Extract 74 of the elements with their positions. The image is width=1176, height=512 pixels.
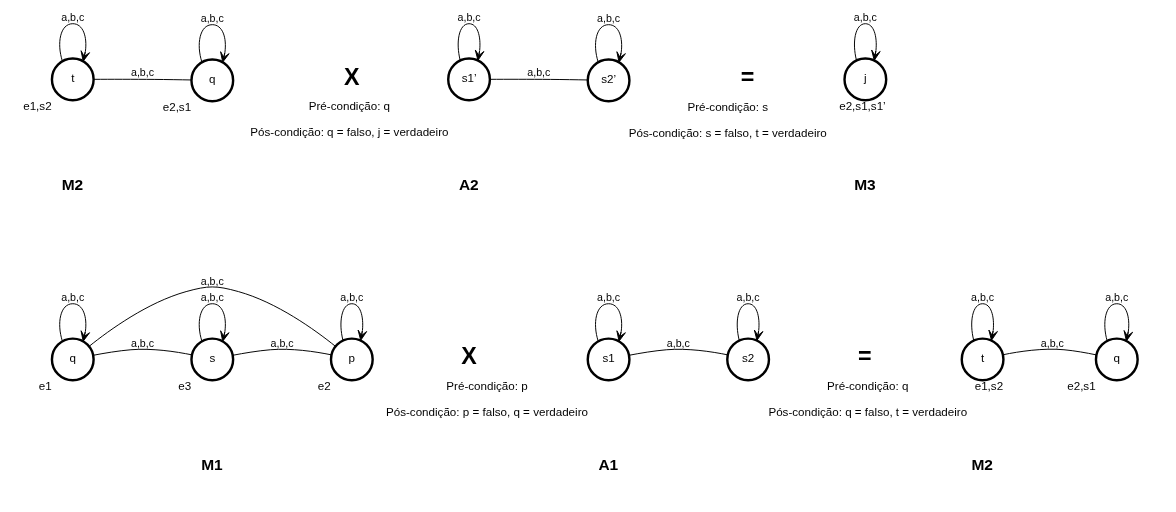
- connector: [1002, 348, 1097, 356]
- connector: [232, 348, 332, 356]
- node-circle: t: [50, 57, 95, 102]
- edge-label: a,b,c: [131, 66, 155, 79]
- edge-label: a,b,c: [200, 11, 224, 24]
- node-circle: s2: [726, 337, 771, 382]
- arrow: [854, 23, 881, 61]
- arrow: [59, 303, 91, 342]
- node-label: e2,s1: [1067, 378, 1096, 392]
- arrow: [595, 303, 626, 342]
- connector: [93, 78, 192, 81]
- label: X: [461, 343, 477, 370]
- node-label: e1,s2: [23, 98, 52, 112]
- arrow: [340, 303, 368, 341]
- node-circle: j: [843, 57, 888, 102]
- node-circle: s2’: [586, 58, 631, 103]
- node-circle: p: [329, 337, 374, 382]
- edge-label: a,b,c: [853, 10, 877, 23]
- node-circle: t: [960, 337, 1005, 382]
- label: M2: [61, 175, 84, 193]
- arrow: [971, 303, 998, 341]
- connector: [92, 348, 193, 356]
- edge-label: a,b,c: [457, 10, 481, 23]
- node-circle: q: [50, 337, 95, 382]
- label: M1: [201, 455, 223, 473]
- label: A1: [598, 455, 619, 473]
- connector: [489, 78, 588, 81]
- connector: [88, 286, 336, 347]
- arrow: [198, 303, 230, 342]
- node-circle: q: [1094, 337, 1139, 382]
- edge-label: a,b,c: [200, 274, 224, 287]
- label: A2: [458, 175, 479, 193]
- node-label: e2,s1: [162, 99, 192, 113]
- edge-label: a,b,c: [61, 10, 85, 23]
- arrow: [198, 24, 230, 63]
- arrow: [59, 23, 91, 62]
- edge-label: a,b,c: [270, 336, 294, 349]
- edge-label: a,b,c: [597, 11, 621, 24]
- node-label: Pré-condição: s: [687, 99, 769, 113]
- label: M2: [971, 455, 993, 473]
- node-label: Pós-condição: p = falso, q = verdadeiro: [385, 404, 588, 418]
- connector: [628, 348, 729, 356]
- edge-label: a,b,c: [597, 290, 621, 303]
- edge-label: a,b,c: [666, 336, 690, 349]
- edge-label: a,b,c: [736, 290, 760, 303]
- node-label: Pré-condição: q: [827, 378, 909, 392]
- node-label: e3: [178, 378, 192, 392]
- arrow: [457, 23, 485, 61]
- node-circle: s: [190, 337, 235, 382]
- arrow: [736, 303, 764, 341]
- label: X: [344, 64, 360, 91]
- edge-label: a,b,c: [971, 290, 995, 303]
- node-label: e1: [38, 378, 52, 392]
- node-label: Pós-condição: q = falso, j = verdadeiro: [250, 124, 449, 138]
- edge-label: a,b,c: [527, 66, 551, 79]
- node-label: Pós-condição: q = falso, t = verdadeiro: [768, 404, 968, 418]
- node-circle: s1’: [447, 57, 492, 102]
- edge-label: a,b,c: [1040, 336, 1064, 349]
- label: M3: [854, 175, 876, 193]
- edge-label: a,b,c: [1105, 290, 1129, 303]
- node-label: Pós-condição: s = falso, t = verdadeiro: [628, 125, 827, 139]
- node-label: e2: [317, 378, 331, 392]
- edge-label: a,b,c: [131, 336, 155, 349]
- edge-label: a,b,c: [340, 290, 364, 303]
- label: =: [740, 64, 755, 91]
- node-circle: q: [190, 58, 235, 103]
- node-label: Pré-condição: p: [446, 378, 528, 392]
- edge-label: a,b,c: [61, 290, 85, 303]
- node-circle: s1: [586, 337, 631, 382]
- label: =: [858, 343, 872, 370]
- node-label: Pré-condição: q: [308, 98, 391, 112]
- arrow: [1104, 303, 1134, 342]
- edge-label: a,b,c: [200, 290, 224, 303]
- arrow: [595, 24, 626, 63]
